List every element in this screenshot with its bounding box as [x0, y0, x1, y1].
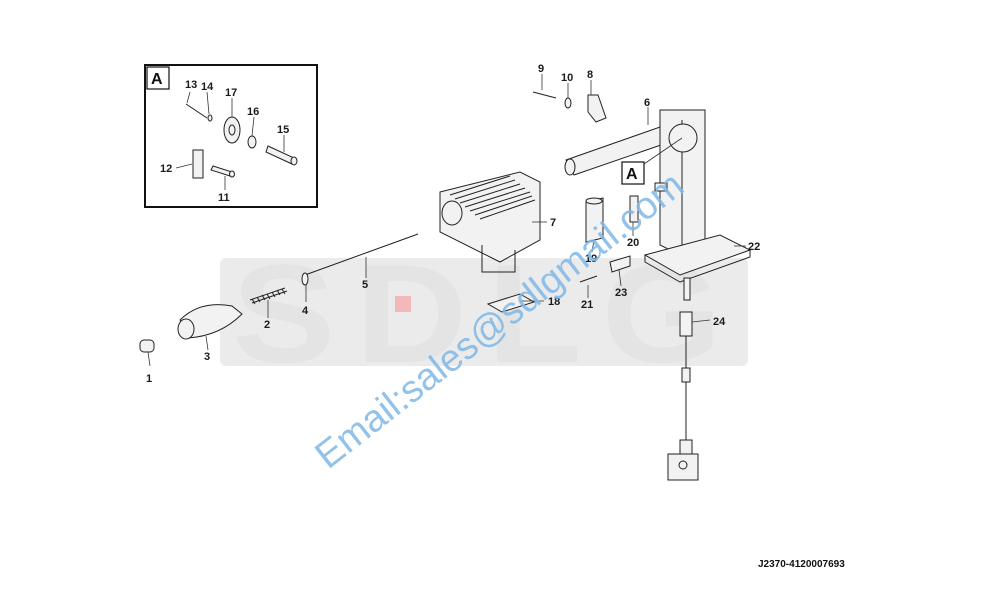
- label-15: 15: [277, 124, 289, 136]
- part-2-spring: [249, 287, 288, 305]
- part-11-pin: [210, 165, 233, 177]
- callout-tag: A: [626, 166, 638, 183]
- label-11: 11: [218, 192, 230, 204]
- part-20-fitting: [629, 195, 639, 223]
- part-23-bracket: [609, 255, 631, 273]
- part-12-bushing: [192, 149, 204, 179]
- part-24-cable: [667, 277, 699, 481]
- part-4-washer: [301, 272, 309, 286]
- label-16: 16: [247, 106, 259, 118]
- part-7-bellows: [439, 171, 541, 273]
- label-4: 4: [302, 305, 309, 317]
- label-5: 5: [362, 279, 368, 291]
- part-16-washer: [247, 135, 257, 149]
- part-18-plate: [486, 293, 536, 313]
- label-3: 3: [204, 351, 210, 363]
- label-9: 9: [538, 63, 544, 75]
- callout-a: A: [621, 137, 683, 185]
- part-17-gear: [223, 116, 241, 144]
- part-6-lever: [564, 119, 691, 176]
- label-18: 18: [548, 296, 560, 308]
- part-5-rod: [304, 233, 419, 276]
- label-14: 14: [201, 81, 214, 93]
- label-23: 23: [615, 287, 627, 299]
- part-22-base-post: [643, 109, 752, 283]
- label-21: 21: [581, 299, 593, 311]
- detail-inset: A: [144, 64, 318, 208]
- label-6: 6: [644, 97, 650, 109]
- part-labels: 1 2 3 4 5 6 7 8 9 10 11 12 13 14 15 16 1…: [146, 63, 760, 385]
- watermark-logo-text: SDLG: [232, 235, 742, 392]
- part-3-knob: [179, 304, 243, 339]
- label-17: 17: [225, 87, 237, 99]
- label-13: 13: [185, 79, 197, 91]
- label-10: 10: [561, 72, 573, 84]
- label-24: 24: [713, 316, 726, 328]
- part-8-plate: [587, 94, 607, 123]
- post-tab: [654, 182, 668, 192]
- part-15-pin: [265, 145, 295, 165]
- label-8: 8: [587, 69, 593, 81]
- drawing-code: J2370-4120007693: [758, 559, 845, 570]
- part-9-bolt: [532, 91, 557, 99]
- label-1: 1: [146, 373, 152, 385]
- part-14-washer: [207, 114, 213, 122]
- leader-lines: [147, 74, 746, 367]
- part-1-cap: [139, 339, 155, 353]
- label-2: 2: [264, 319, 270, 331]
- inset-tag: A: [151, 71, 163, 88]
- label-12: 12: [160, 163, 172, 175]
- label-20: 20: [627, 237, 639, 249]
- label-22: 22: [748, 241, 760, 253]
- label-19: 19: [585, 253, 597, 265]
- watermark-logo: SDLG: [220, 235, 748, 392]
- part-13-bolt: [185, 103, 208, 119]
- part-21-bolt: [579, 275, 598, 283]
- part-10-washer: [564, 97, 572, 109]
- label-7: 7: [550, 217, 556, 229]
